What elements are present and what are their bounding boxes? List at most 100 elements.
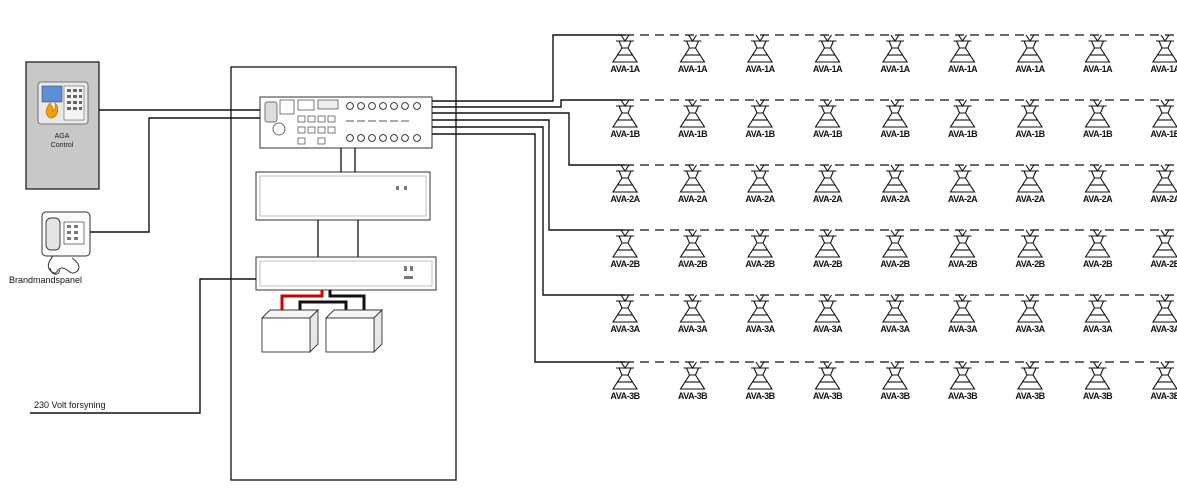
- speaker-icon: [679, 294, 706, 323]
- speaker-icon: [1016, 294, 1044, 323]
- aga-control-box: [25, 61, 100, 190]
- battery-link-wire: [298, 300, 348, 310]
- internal-wiring: [317, 148, 359, 257]
- firefighter-panel-icon: [41, 211, 91, 275]
- batteries: [260, 290, 384, 354]
- control-unit: [259, 96, 433, 149]
- speaker-label: AVA-1B: [948, 129, 978, 139]
- speaker-label: AVA-2A: [1150, 194, 1177, 204]
- speaker-icon: [814, 361, 841, 390]
- speaker-label: AVA-1B: [1015, 129, 1045, 139]
- speaker-icon: [611, 361, 639, 390]
- speaker-label: AVA-1A: [813, 64, 843, 74]
- speaker-icon: [611, 229, 639, 258]
- speaker-label: AVA-2B: [1015, 259, 1045, 269]
- amplifier-unit: [255, 171, 431, 221]
- speaker-label: AVA-1A: [610, 64, 640, 74]
- speaker-label: AVA-2B: [880, 259, 910, 269]
- speaker-icon: [611, 164, 639, 193]
- speaker-label: AVA-2A: [813, 194, 843, 204]
- speaker-label: AVA-1B: [880, 129, 910, 139]
- speaker-icon: [814, 164, 841, 193]
- external-wiring: [30, 109, 260, 414]
- speaker-label: AVA-3A: [678, 324, 708, 334]
- speaker-label: AVA-2A: [610, 194, 640, 204]
- speaker-label: AVA-1B: [745, 129, 775, 139]
- speaker-icon: [746, 294, 774, 323]
- speaker-icon: [746, 99, 774, 128]
- zone-feed-line: [432, 99, 625, 108]
- speaker-label: AVA-3B: [745, 391, 775, 401]
- speaker-icon: [1016, 99, 1044, 128]
- speaker-label: AVA-2A: [745, 194, 775, 204]
- zone-feed-line: [432, 126, 625, 296]
- speaker-label: AVA-2B: [1150, 259, 1177, 269]
- speaker-label: AVA-3B: [880, 391, 910, 401]
- speaker-icon: [1084, 164, 1111, 193]
- speaker-icon: [1084, 99, 1111, 128]
- aga-label-line2: Control: [50, 142, 74, 149]
- speaker-icon: [679, 361, 706, 390]
- speaker-icon: [746, 229, 774, 258]
- speaker-label: AVA-3B: [948, 391, 978, 401]
- speaker-icon: [679, 164, 706, 193]
- speaker-row: AVA-1A AVA-1A AVA-1A AVA-1A AVA-1A AVA-1A AVA-…: [610, 34, 1177, 74]
- battery-negative-wire: [328, 290, 366, 310]
- speaker-icon: [679, 229, 706, 258]
- speaker-icon: [949, 164, 976, 193]
- speaker-label: AVA-2A: [1083, 194, 1113, 204]
- speaker-label: AVA-3A: [1150, 324, 1177, 334]
- speaker-label: AVA-1B: [610, 129, 640, 139]
- speaker-icon: [881, 294, 909, 323]
- keypad-icon: [67, 89, 82, 110]
- speaker-icon: [1016, 164, 1044, 193]
- speaker-icon: [679, 99, 706, 128]
- zone-feed-line: [432, 133, 625, 363]
- speaker-label: AVA-1A: [1015, 64, 1045, 74]
- speaker-icon: [611, 294, 639, 323]
- speaker-label: AVA-3A: [813, 324, 843, 334]
- speaker-icon: [1084, 361, 1111, 390]
- speaker-icon: [1016, 361, 1044, 390]
- speaker-icon: [949, 294, 976, 323]
- speaker-icon: [746, 361, 774, 390]
- speaker-label: AVA-1A: [880, 64, 910, 74]
- speaker-icon: [1016, 229, 1044, 258]
- speaker-icon: [1151, 294, 1177, 323]
- speaker-icon: [814, 34, 841, 63]
- speaker-rows: AVA-1A AVA-1A AVA-1A AVA-1A AVA-1A AVA-1A AVA-…: [610, 34, 1177, 401]
- speaker-label: AVA-2A: [880, 194, 910, 204]
- speaker-icon: [1084, 294, 1111, 323]
- speaker-icon: [1151, 229, 1177, 258]
- speaker-label: AVA-1A: [1083, 64, 1113, 74]
- speaker-icon: [1151, 361, 1177, 390]
- speaker-icon: [611, 99, 639, 128]
- speaker-label: AVA-1A: [948, 64, 978, 74]
- speaker-icon: [881, 34, 909, 63]
- speaker-icon: [881, 229, 909, 258]
- speaker-label: AVA-3B: [678, 391, 708, 401]
- power-supply-label: 230 Volt forsyning: [34, 400, 106, 410]
- speaker-label: AVA-3A: [1083, 324, 1113, 334]
- speaker-label: AVA-1B: [813, 129, 843, 139]
- speaker-icon: [1151, 99, 1177, 128]
- speaker-label: AVA-3B: [1083, 391, 1113, 401]
- speaker-icon: [1151, 34, 1177, 63]
- flame-icon: [45, 102, 59, 119]
- speaker-icon: [881, 361, 909, 390]
- speaker-label: AVA-3A: [948, 324, 978, 334]
- speaker-icon: [1016, 34, 1044, 63]
- speaker-label: AVA-2B: [678, 259, 708, 269]
- speaker-label: AVA-1A: [745, 64, 775, 74]
- battery-icon: [324, 308, 384, 354]
- speaker-label: AVA-3A: [745, 324, 775, 334]
- aga-label-line1: AGA: [54, 133, 70, 140]
- speaker-label: AVA-2B: [948, 259, 978, 269]
- speaker-icon: [1084, 34, 1111, 63]
- speaker-label: AVA-1A: [1150, 64, 1177, 74]
- zone-feed-line: [432, 119, 625, 231]
